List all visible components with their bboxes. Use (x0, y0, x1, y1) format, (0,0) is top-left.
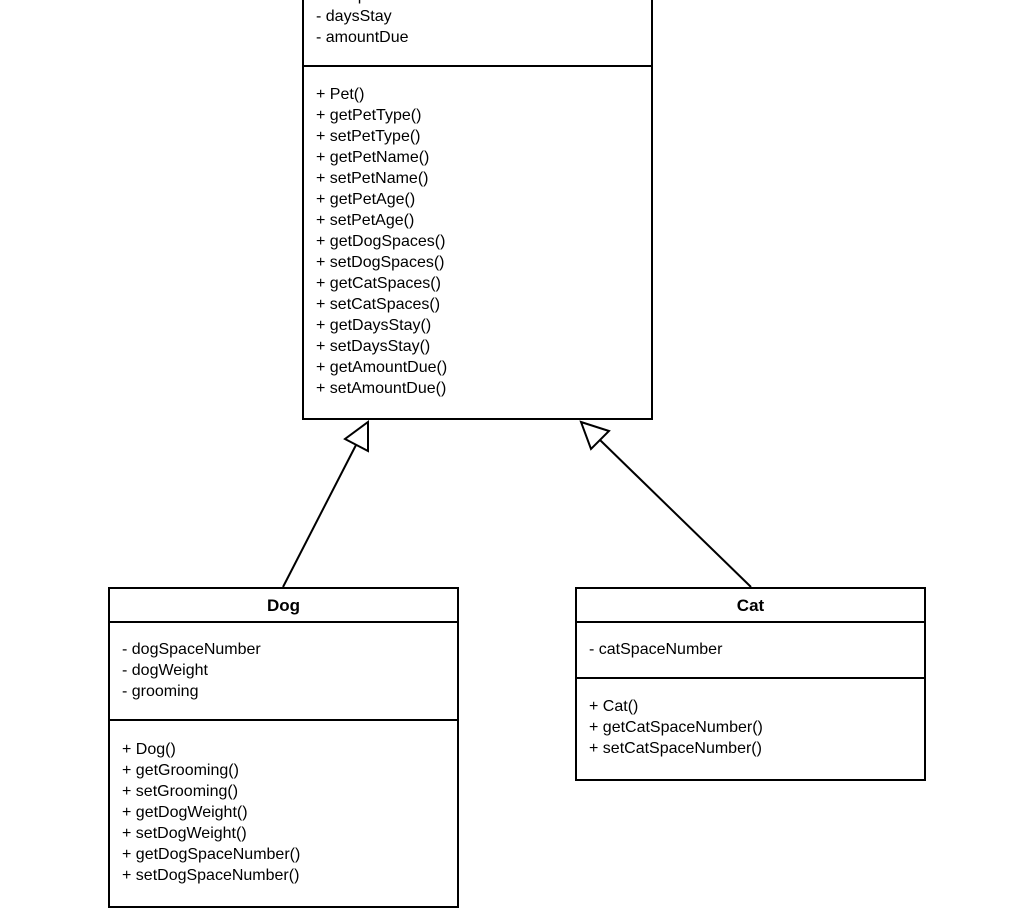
member-line: + getDaysStay() (316, 317, 432, 334)
member-line: + Pet() (316, 86, 365, 103)
member-line: + Dog() (122, 741, 176, 758)
member-line: + getPetName() (316, 149, 430, 166)
dog-class-box[interactable]: Dog - dogSpaceNumber - dogWeight - groomin… (108, 587, 459, 908)
member-line: + getCatSpaceNumber() (589, 719, 763, 736)
superclass-methods-section: + Pet() + getPetType() + setPetType() + get… (304, 67, 651, 416)
generalization-arrow-cat[interactable] (579, 420, 752, 588)
generalization-line-cat (599, 439, 752, 588)
member-line: + setPetAge() (316, 212, 415, 229)
hollow-triangle-icon (579, 420, 611, 451)
member-line: + getDogSpaces() (316, 233, 446, 250)
member-line: + setDogSpaceNumber() (122, 867, 300, 884)
member-line: - daysStay (316, 8, 392, 25)
member-line: - catSpaceNumber (589, 641, 723, 658)
generalization-line-dog (282, 444, 357, 588)
member-line: - dogWeight (122, 662, 208, 679)
member-line: + getAmountDue() (316, 359, 448, 376)
member-line: - catSpaces (316, 0, 639, 6)
cat-attributes-section: - catSpaceNumber (577, 623, 924, 679)
member-line: + setPetType() (316, 128, 421, 145)
hollow-triangle-icon (343, 420, 369, 453)
member-line: + getDogWeight() (122, 804, 248, 821)
member-line: - grooming (122, 683, 199, 700)
member-line: + getGrooming() (122, 762, 239, 779)
member-line: + getDogSpaceNumber() (122, 846, 301, 863)
member-line: + getPetType() (316, 107, 422, 124)
member-line: + Cat() (589, 698, 639, 715)
member-line: + setAmountDue() (316, 380, 447, 397)
member-line: + setDogSpaces() (316, 254, 445, 271)
member-line: + setCatSpaces() (316, 296, 441, 313)
member-line: + setPetName() (316, 170, 429, 187)
dog-class-title: Dog (110, 589, 457, 623)
superclass-box[interactable]: - catSpaces - daysStay - amountDue + Pet()… (302, 0, 653, 420)
superclass-attributes-section: - catSpaces - daysStay - amountDue (304, 0, 651, 67)
member-line: + setGrooming() (122, 783, 239, 800)
member-line: + setCatSpaceNumber() (589, 740, 762, 757)
dog-attributes-section: - dogSpaceNumber - dogWeight - grooming (110, 623, 457, 721)
member-line: + setDaysStay() (316, 338, 431, 355)
member-line: - amountDue (316, 29, 409, 46)
cat-class-title: Cat (577, 589, 924, 623)
generalization-arrow-dog[interactable] (282, 420, 369, 588)
cat-class-box[interactable]: Cat - catSpaceNumber + Cat() + getCatSpac… (575, 587, 926, 781)
cat-methods-section: + Cat() + getCatSpaceNumber() + setCatSpac… (577, 679, 924, 776)
member-line: + getCatSpaces() (316, 275, 441, 292)
dog-methods-section: + Dog() + getGrooming() + setGrooming() + g… (110, 721, 457, 903)
member-line: - dogSpaceNumber (122, 641, 261, 658)
member-line: + setDogWeight() (122, 825, 247, 842)
member-line: + getPetAge() (316, 191, 416, 208)
